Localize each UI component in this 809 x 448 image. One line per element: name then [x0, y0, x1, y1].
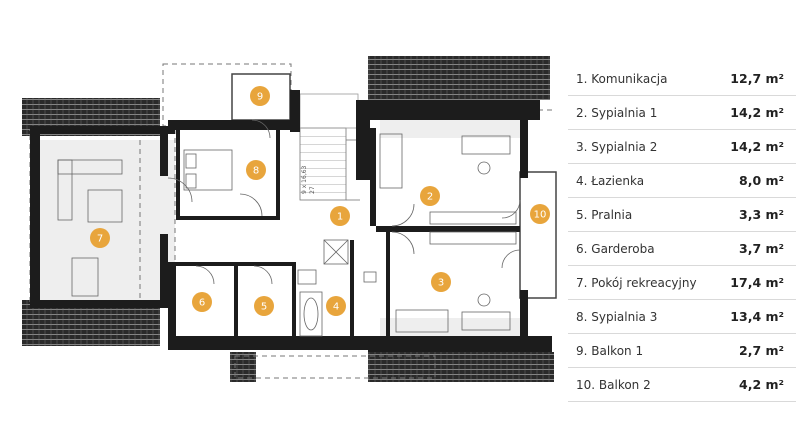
room-badge-number: 10 [534, 210, 547, 221]
legend-room-area: 12,7 m² [730, 71, 784, 86]
legend-room-area: 14,2 m² [730, 139, 784, 154]
room-badge-number: 5 [261, 302, 267, 313]
room-badge-circle [90, 228, 110, 248]
legend-room-area: 2,7 m² [739, 343, 784, 358]
legend-room-area: 14,2 m² [730, 105, 784, 120]
legend-room-area: 8,0 m² [739, 173, 784, 188]
legend-room-name: 3. Sypialnia 2 [576, 140, 658, 154]
exterior-walls [30, 90, 552, 352]
room-badge-6: 6 [192, 292, 212, 312]
floor-plan: 9 x 16,63 27 1 2 3 4 5 6 7 8 9 10 [22, 56, 557, 382]
legend-room-name: 5. Pralnia [576, 208, 633, 222]
legend-room-name: 10. Balkon 2 [576, 378, 651, 392]
room-badge-3: 3 [431, 272, 451, 292]
room-badge-circle [431, 272, 451, 292]
legend-room-name: 1. Komunikacja [576, 72, 668, 86]
room-badge-circle [330, 206, 350, 226]
room-badge-circle [254, 296, 274, 316]
legend-room-area: 3,7 m² [739, 241, 784, 256]
legend-room-area: 17,4 m² [730, 275, 784, 290]
legend-room-name: 7. Pokój rekreacyjny [576, 276, 697, 290]
legend-row-5: 5. Pralnia 3,3 m² [568, 198, 796, 232]
room-badge-circle [250, 86, 270, 106]
interior-walls [176, 128, 520, 336]
legend-row-6: 6. Garderoba 3,7 m² [568, 232, 796, 266]
room-badge-number: 7 [97, 234, 103, 245]
door-swings [167, 119, 521, 285]
room-badge-number: 6 [199, 298, 205, 309]
room-badge-number: 4 [333, 302, 339, 313]
legend-row-3: 3. Sypialnia 2 14,2 m² [568, 130, 796, 164]
room-legend: 1. Komunikacja 12,7 m² 2. Sypialnia 1 14,2… [568, 62, 796, 402]
room-badge-1: 1 [330, 206, 350, 226]
room-badge-2: 2 [420, 186, 440, 206]
legend-row-9: 9. Balkon 1 2,7 m² [568, 334, 796, 368]
legend-row-10: 10. Balkon 2 4,2 m² [568, 368, 796, 402]
room-badge-circle [530, 204, 550, 224]
room-badge-7: 7 [90, 228, 110, 248]
room-badge-circle [246, 160, 266, 180]
furniture [57, 133, 517, 337]
legend-row-4: 4. Łazienka 8,0 m² [568, 164, 796, 198]
room-badge-circle [326, 296, 346, 316]
stair-note-line2: 27 [309, 186, 316, 194]
legend-row-8: 8. Sypialnia 3 13,4 m² [568, 300, 796, 334]
room-badge-number: 2 [427, 192, 433, 203]
legend-room-name: 8. Sypialnia 3 [576, 310, 658, 324]
room-badge-number: 3 [438, 278, 444, 289]
room-badge-number: 1 [337, 212, 343, 223]
room-badge-circle [420, 186, 440, 206]
legend-room-area: 4,2 m² [739, 377, 784, 392]
room-badge-5: 5 [254, 296, 274, 316]
room-badge-8: 8 [246, 160, 266, 180]
room-badge-9: 9 [250, 86, 270, 106]
legend-room-name: 2. Sypialnia 1 [576, 106, 658, 120]
room-badge-number: 8 [253, 166, 259, 177]
legend-room-name: 9. Balkon 1 [576, 344, 644, 358]
room-badge-4: 4 [326, 296, 346, 316]
legend-room-area: 13,4 m² [730, 309, 784, 324]
legend-room-name: 4. Łazienka [576, 174, 645, 188]
stair-annotation: 9 x 16,63 27 [301, 165, 316, 194]
room-badge-circle [192, 292, 212, 312]
room-badges: 1 2 3 4 5 6 7 8 9 10 [90, 86, 550, 316]
legend-row-1: 1. Komunikacja 12,7 m² [568, 62, 796, 96]
legend-room-area: 3,3 m² [739, 207, 784, 222]
legend-room-name: 6. Garderoba [576, 242, 655, 256]
room-badge-number: 9 [257, 92, 263, 103]
room-badge-10: 10 [530, 204, 550, 224]
stair-note-line1: 9 x 16,63 [301, 165, 308, 194]
legend-row-7: 7. Pokój rekreacyjny 17,4 m² [568, 266, 796, 300]
legend-row-2: 2. Sypialnia 1 14,2 m² [568, 96, 796, 130]
staircase [299, 93, 360, 201]
